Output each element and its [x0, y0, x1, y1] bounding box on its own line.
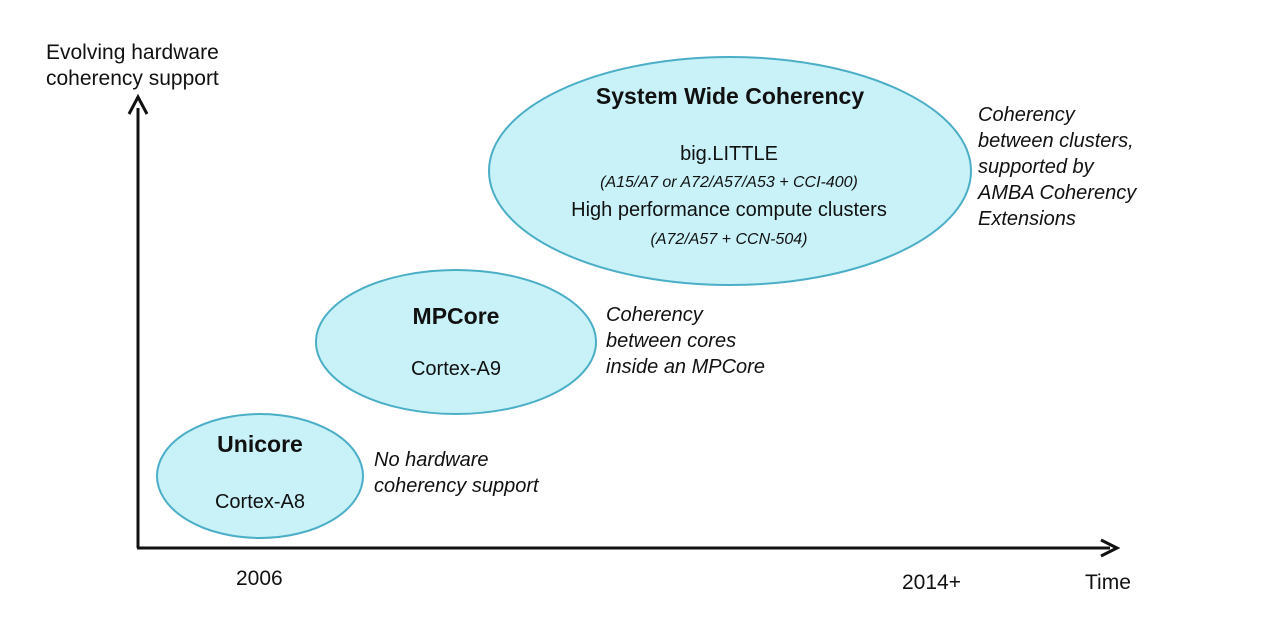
mpcore-ellipse	[315, 269, 597, 415]
system-wide-note-line: Extensions	[978, 208, 1076, 230]
system-wide-note-line: Coherency	[978, 104, 1075, 126]
x-axis-arrowhead	[1100, 538, 1121, 558]
mpcore-note: Coherency between cores inside an MPCore	[606, 302, 765, 380]
unicore-ellipse	[156, 413, 364, 539]
y-axis-label: Evolving hardware coherency support	[46, 40, 219, 92]
system-wide-line-biglittle: big.LITTLE	[680, 143, 778, 165]
system-wide-note-line: supported by	[978, 156, 1094, 178]
system-wide-title: System Wide Coherency	[595, 83, 865, 109]
mpcore-note-line: inside an MPCore	[606, 356, 765, 378]
mpcore-note-line: Coherency	[606, 304, 703, 326]
mpcore-title: MPCore	[412, 303, 500, 329]
x-axis-label: Time	[1085, 571, 1131, 594]
system-wide-note-line: between clusters,	[978, 130, 1134, 152]
unicore-note: No hardware coherency support	[374, 447, 539, 499]
y-axis-arrowhead	[127, 93, 149, 115]
unicore-title: Unicore	[217, 431, 303, 457]
x-tick-2006: 2006	[236, 567, 283, 590]
unicore-note-line: No hardware	[374, 449, 489, 471]
system-wide-line-biglittle-cores: (A15/A7 or A72/A57/A53 + CCI-400)	[600, 174, 858, 191]
system-wide-line-hpc: High performance compute clusters	[571, 199, 887, 221]
mpcore-note-line: between cores	[606, 330, 737, 352]
y-axis-label-line2: coherency support	[46, 67, 219, 90]
unicore-core: Cortex-A8	[214, 491, 306, 513]
mpcore-core: Cortex-A9	[410, 358, 502, 380]
unicore-note-line: coherency support	[374, 475, 539, 497]
x-tick-2014-plus: 2014+	[902, 571, 961, 594]
system-wide-ellipse	[488, 56, 972, 286]
system-wide-note-line: AMBA Coherency	[978, 182, 1137, 204]
system-wide-note: Coherency between clusters, supported by…	[978, 102, 1136, 232]
y-axis-label-line1: Evolving hardware	[46, 41, 219, 64]
system-wide-line-hpc-cores: (A72/A57 + CCN-504)	[650, 231, 808, 248]
